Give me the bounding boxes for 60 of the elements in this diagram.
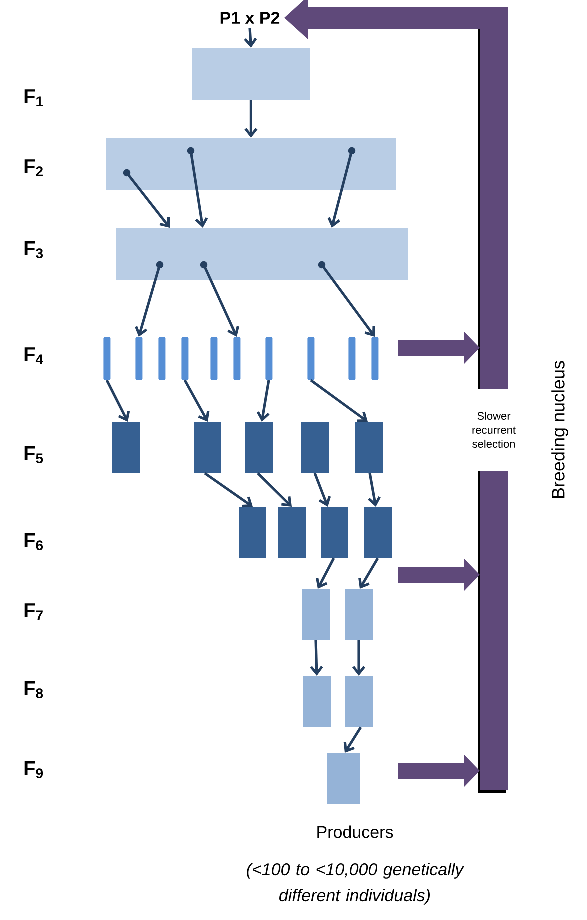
- arrow: [257, 472, 292, 507]
- population-box: [303, 676, 332, 728]
- population-box: [106, 138, 396, 190]
- selection-bar: Slower recurrent selection: [460, 7, 528, 793]
- side-label: Breeding nucleus: [552, 361, 568, 498]
- arrow: [352, 640, 366, 676]
- population-box: [364, 507, 392, 558]
- population-box: [301, 422, 330, 474]
- population-box: [245, 422, 274, 474]
- arrow: [204, 472, 253, 508]
- arrow: [106, 380, 130, 422]
- family-bar: [266, 337, 273, 380]
- cross-label: P1 x P2: [220, 12, 280, 24]
- population-box: [355, 422, 384, 474]
- family-bar: [210, 337, 218, 380]
- generation-label: F$_{9}$: [24, 762, 44, 779]
- family-bar: [372, 337, 379, 380]
- population-box: [239, 507, 266, 558]
- family-bar: [158, 337, 166, 380]
- population-box: [345, 589, 374, 640]
- caption-text: Producers: [318, 826, 394, 838]
- arrow: [368, 473, 381, 507]
- population-box: [278, 507, 306, 558]
- family-bar: [182, 337, 189, 380]
- family-bar: [104, 337, 111, 380]
- arrow: [358, 558, 380, 589]
- caption-note: (<100 to <10,000 genetically different individuals): [247, 863, 464, 905]
- arrow: [126, 172, 170, 228]
- family-bar: [308, 337, 315, 380]
- population-box: [116, 228, 408, 280]
- arrow: [135, 264, 162, 337]
- arrow: [316, 558, 336, 589]
- population-box: [194, 422, 222, 474]
- arrow: [310, 640, 324, 676]
- population-box: [112, 422, 140, 474]
- generation-label: F$_{7}$: [24, 604, 43, 620]
- population-box: [192, 48, 310, 100]
- arrow: [344, 726, 362, 753]
- generation-label: F$_{4}$: [24, 348, 44, 364]
- family-bar: [234, 337, 241, 380]
- arrow: [244, 28, 258, 48]
- arrow: [256, 380, 270, 422]
- family-bar: [348, 337, 356, 380]
- arrow: [314, 472, 332, 507]
- generation-label: F$_{6}$: [24, 534, 44, 551]
- generation-label: F$_{1}$: [24, 90, 44, 106]
- arrow: [328, 150, 354, 228]
- arrow: [244, 100, 258, 138]
- arrow: [310, 379, 368, 422]
- population-box: [302, 589, 330, 640]
- population-box: [321, 507, 348, 558]
- population-box: [327, 753, 360, 804]
- generation-label: F$_{2}$: [24, 160, 43, 176]
- generation-label: F$_{8}$: [24, 682, 44, 699]
- population-box: [345, 676, 374, 728]
- arrow: [184, 380, 210, 422]
- arrow: [320, 264, 376, 337]
- generation-label: F$_{3}$: [24, 242, 44, 259]
- generation-label: F$_{5}$: [24, 446, 44, 464]
- family-bar: [136, 337, 143, 380]
